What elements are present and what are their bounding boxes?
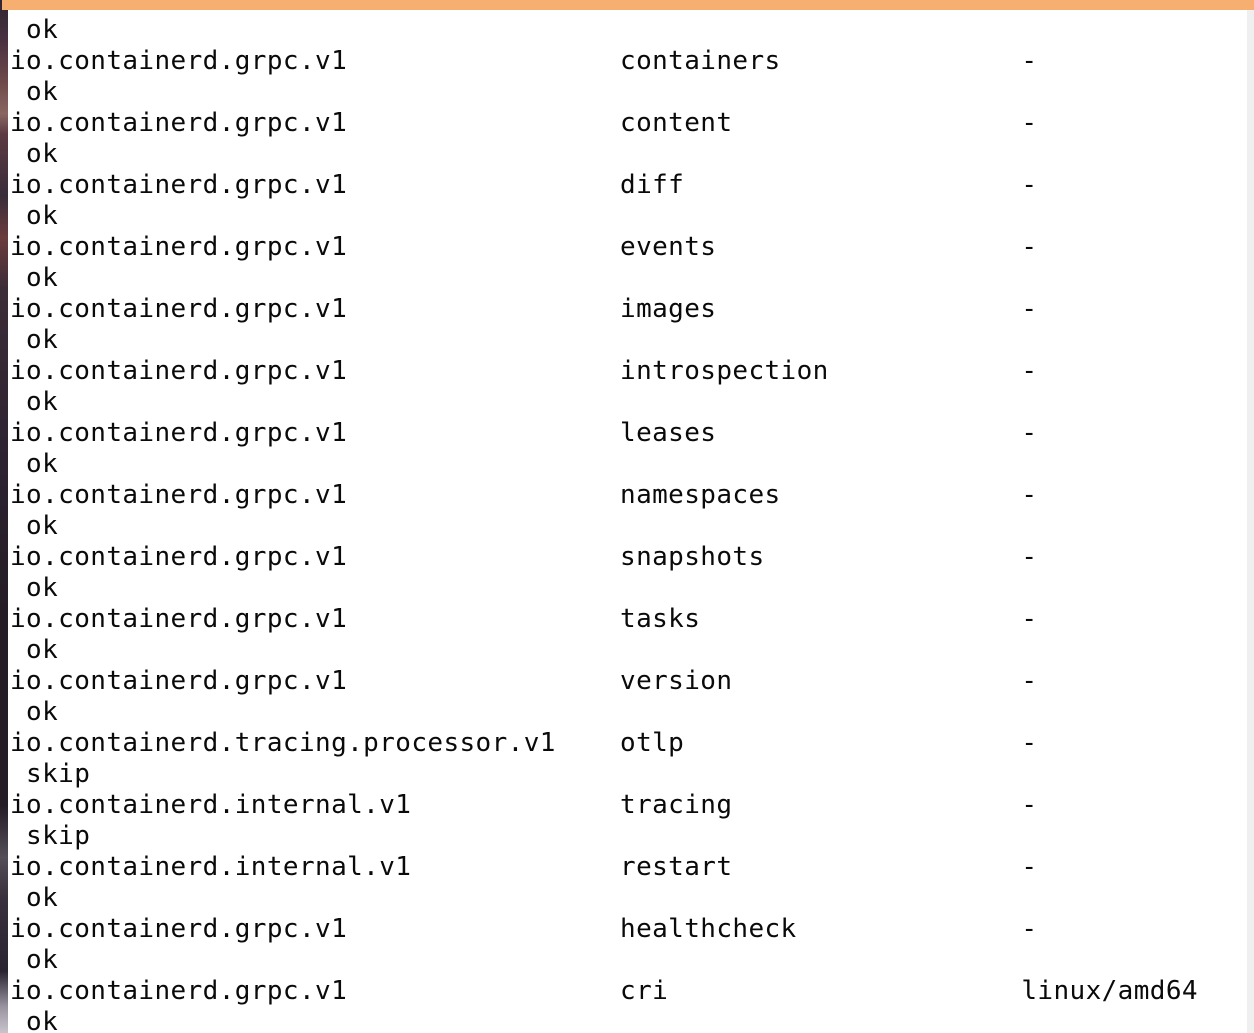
desktop-wallpaper-edge <box>0 0 8 1033</box>
terminal-viewport[interactable]: ok io.containerd.grpc.v1 containers - ok… <box>8 10 1247 1033</box>
scrollbar-track[interactable] <box>1247 10 1254 1033</box>
window-top-bar <box>2 0 1254 10</box>
terminal-output-text: ok io.containerd.grpc.v1 containers - ok… <box>10 15 1198 1033</box>
